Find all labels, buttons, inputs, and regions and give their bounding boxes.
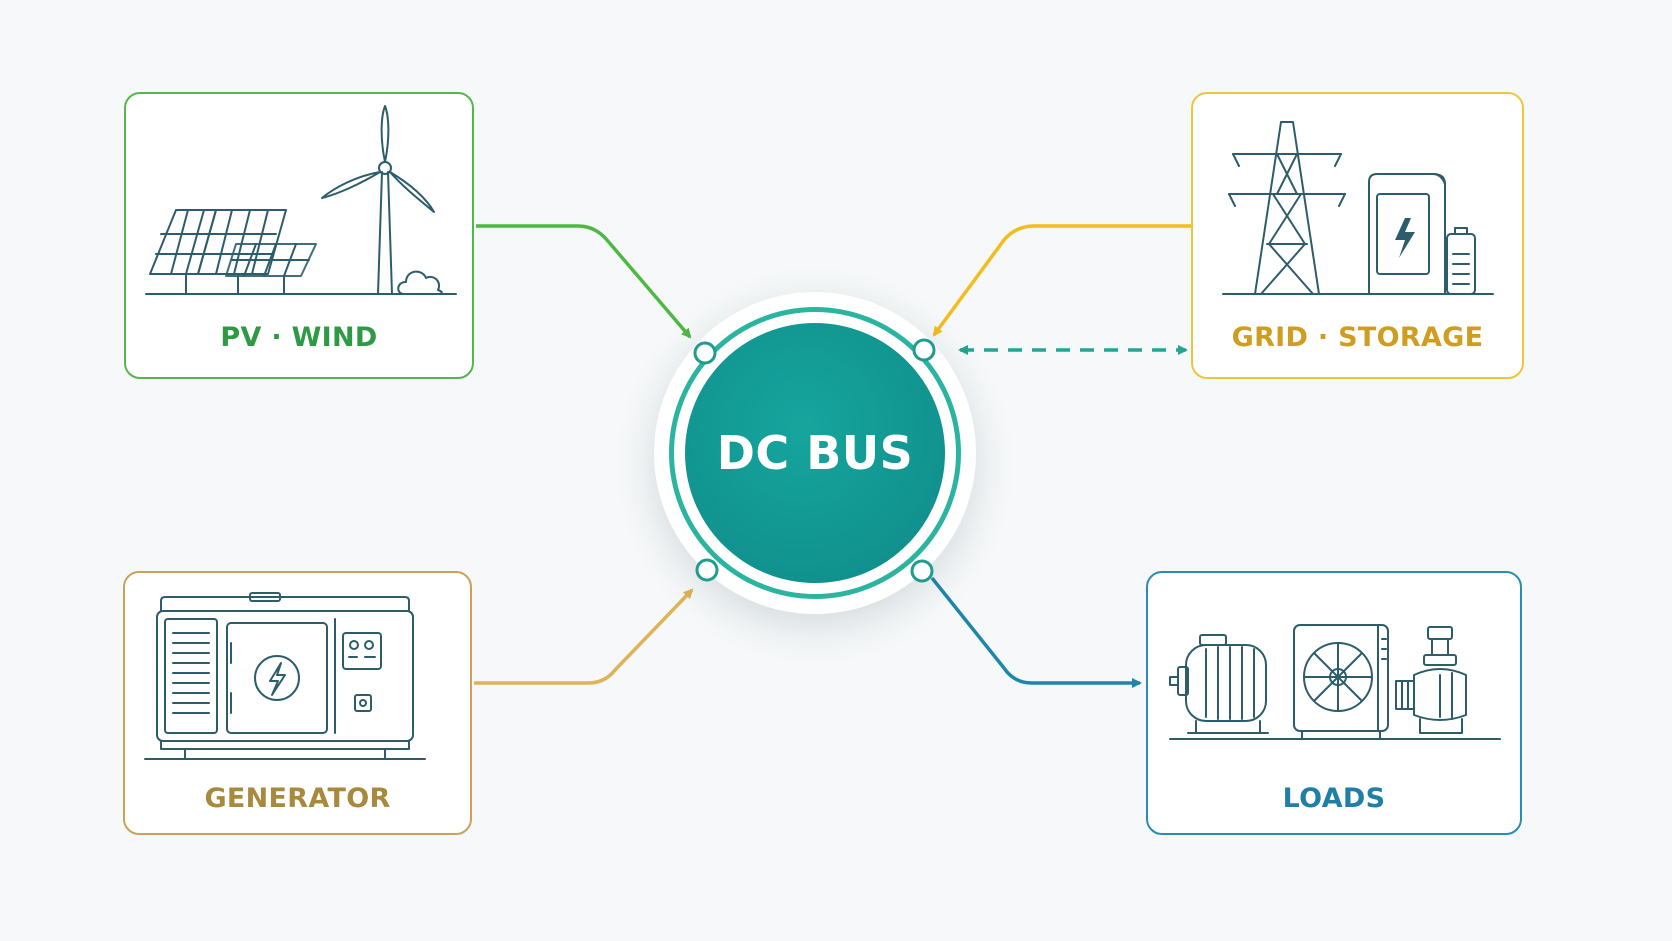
loads-illustration bbox=[1169, 624, 1501, 740]
pv-wind-node[interactable]: PV · WIND bbox=[124, 92, 474, 379]
link-generator-to-bus bbox=[474, 588, 694, 685]
link-grid-to-bus bbox=[932, 224, 1191, 337]
dc-bus-label: DC BUS bbox=[716, 426, 914, 480]
solar-panel-icon bbox=[149, 209, 317, 295]
transmission-tower-icon bbox=[1228, 121, 1346, 295]
node-label: PV · WIND bbox=[220, 322, 378, 353]
generator-illustration bbox=[144, 592, 426, 760]
link-pv-to-bus bbox=[476, 224, 692, 339]
tree-icon bbox=[397, 270, 443, 295]
loads-node[interactable]: LOADS bbox=[1146, 571, 1522, 835]
wind-turbine-icon bbox=[321, 105, 435, 295]
pump-icon bbox=[1395, 626, 1467, 734]
fan-unit-icon bbox=[1293, 624, 1389, 740]
link-bus-to-loads bbox=[930, 576, 1142, 688]
node-label: LOADS bbox=[1282, 783, 1386, 814]
generator-icon bbox=[144, 592, 426, 760]
grid-storage-illustration bbox=[1222, 121, 1494, 295]
battery-icon bbox=[1446, 227, 1476, 295]
grid-storage-node[interactable]: GRID · STORAGE bbox=[1191, 92, 1524, 379]
generator-node[interactable]: GENERATOR bbox=[123, 571, 472, 835]
motor-icon bbox=[1169, 634, 1269, 734]
node-label: GRID · STORAGE bbox=[1231, 322, 1484, 353]
battery-cabinet-icon bbox=[1368, 173, 1446, 295]
dc-bus-node[interactable]: DC BUS bbox=[685, 323, 945, 583]
pv-wind-illustration bbox=[145, 105, 457, 295]
node-label: GENERATOR bbox=[204, 783, 391, 814]
